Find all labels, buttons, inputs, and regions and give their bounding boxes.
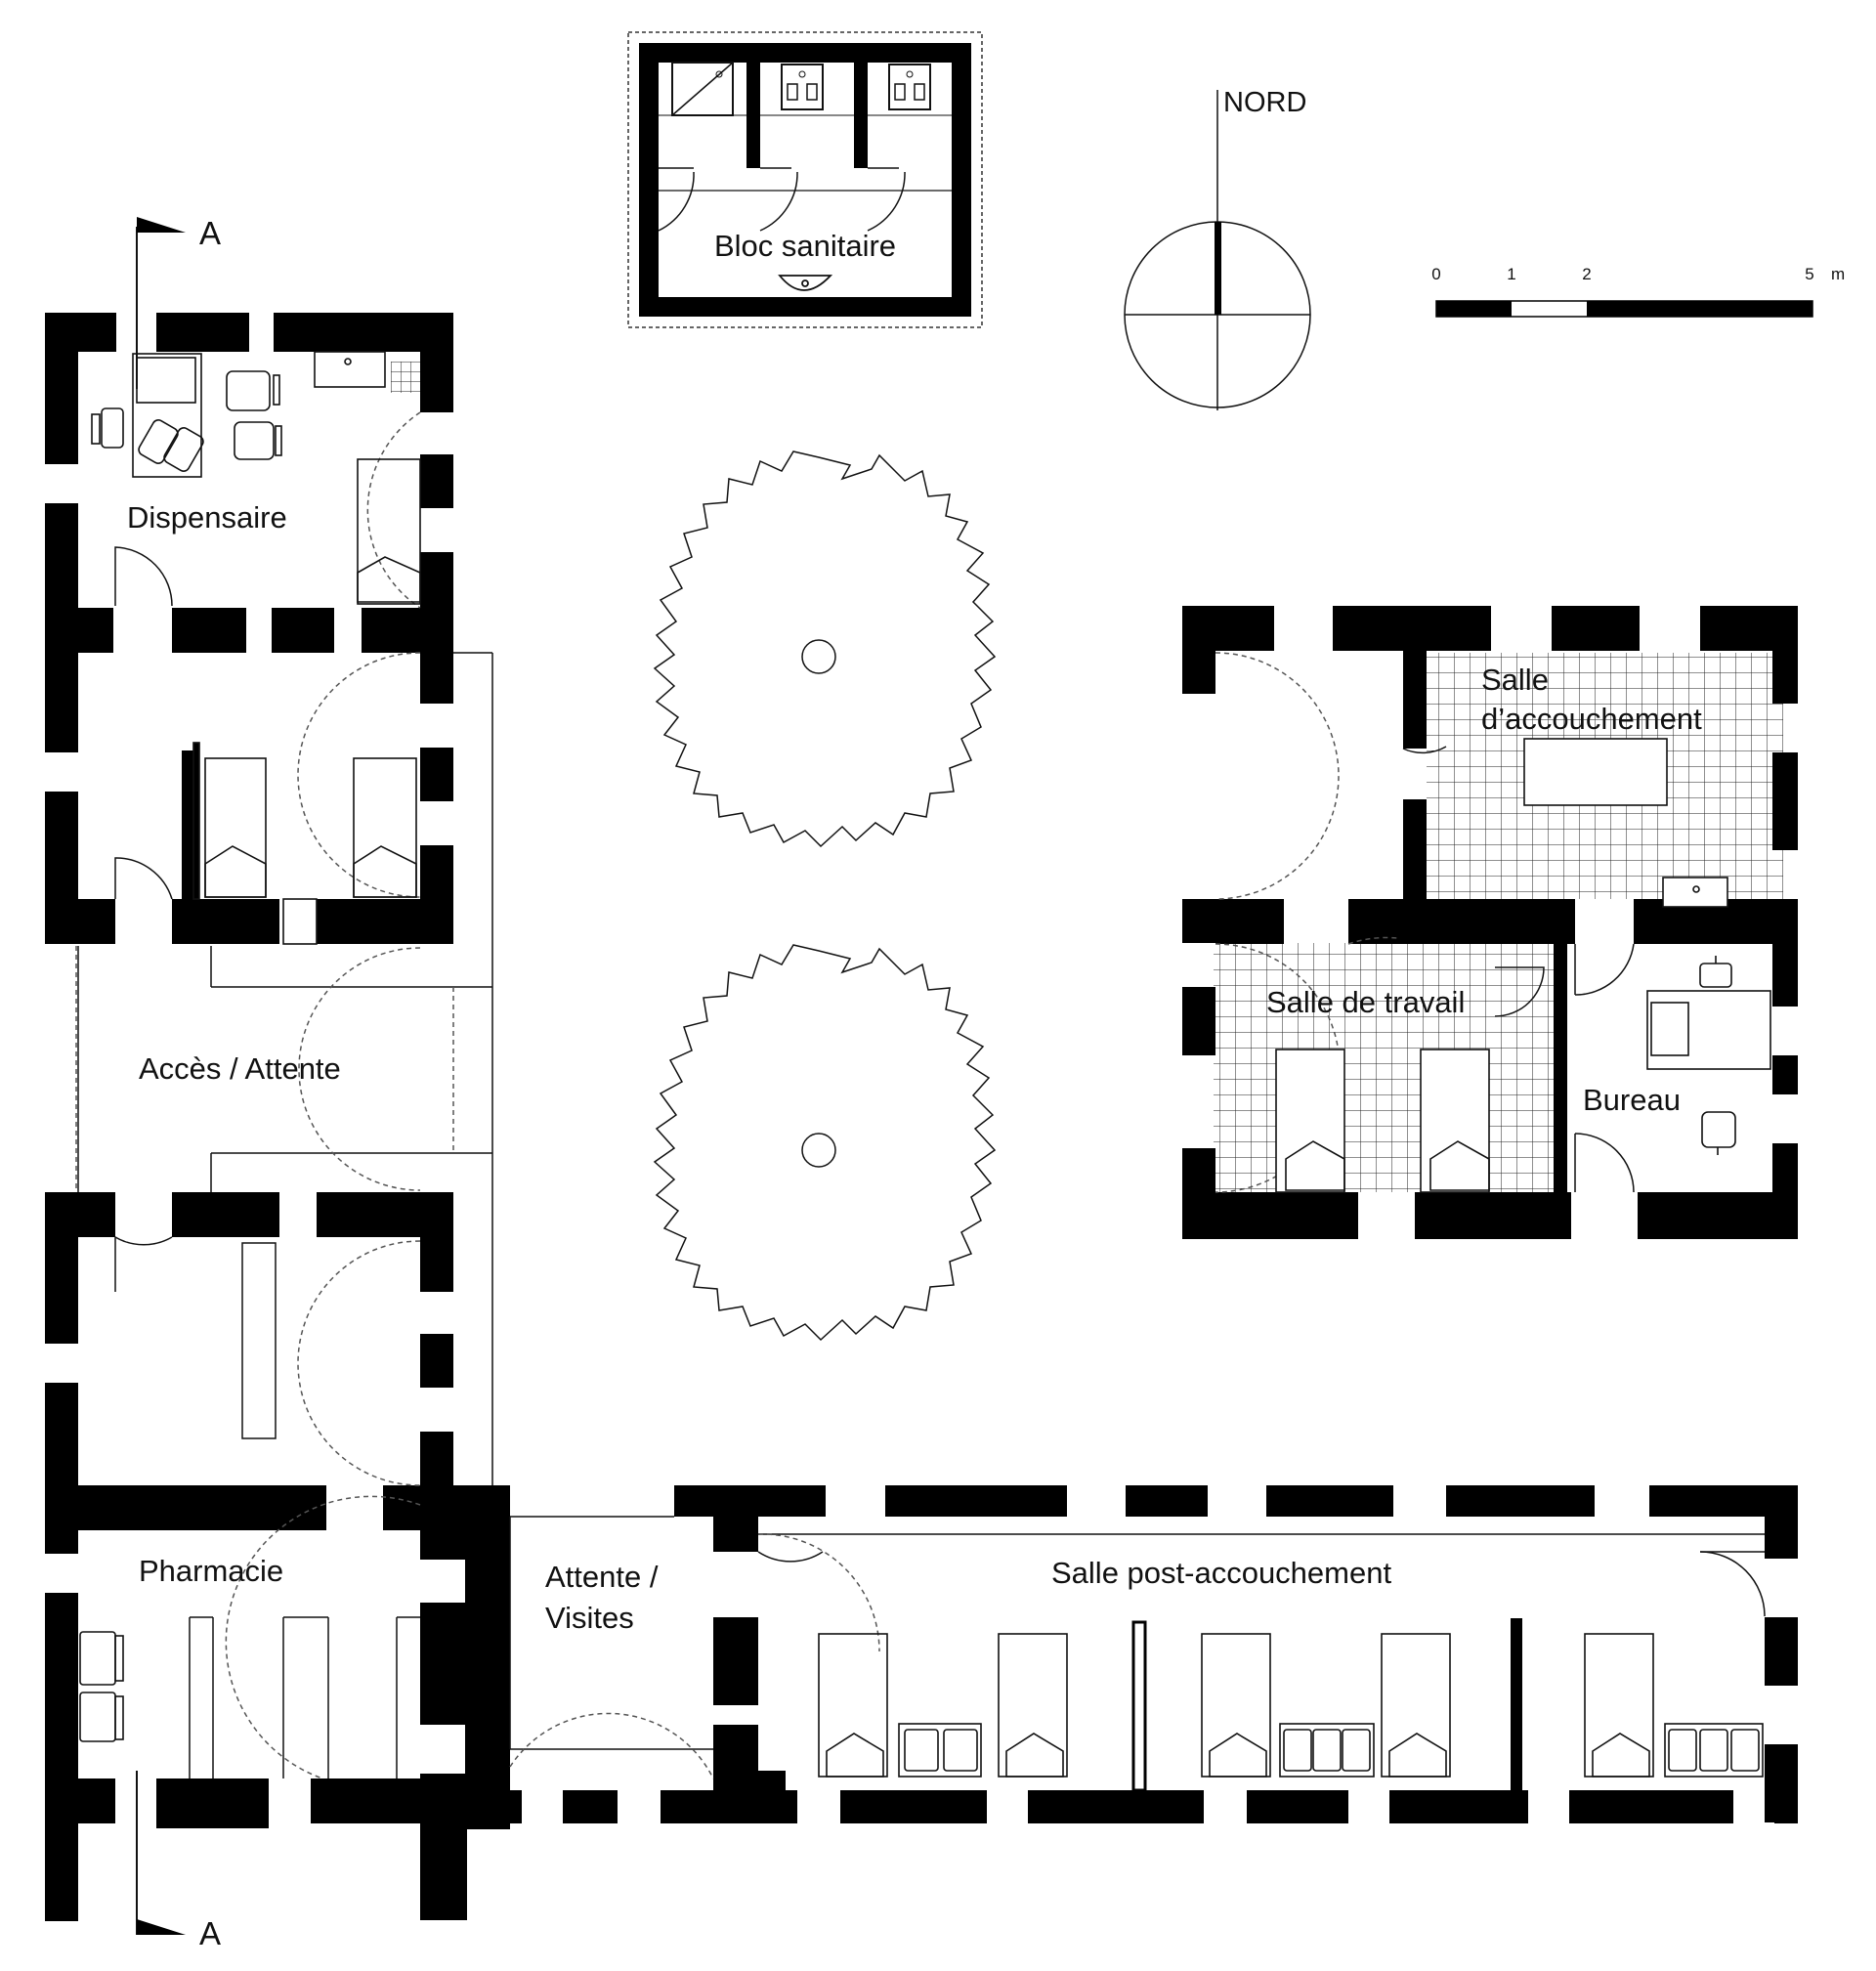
room-label-salle-accouchement-line2: d’accouchement [1481, 702, 1702, 736]
north-arrow: NORD [1124, 87, 1311, 410]
bench-icon [1664, 1723, 1764, 1778]
north-label: NORD [1223, 87, 1306, 118]
bed-icon [353, 757, 417, 898]
bed-icon [818, 1633, 888, 1778]
bed-icon [1584, 1633, 1654, 1778]
desk-icon [1646, 990, 1771, 1070]
room-label-bureau: Bureau [1583, 1083, 1681, 1117]
room-label-pharmacie: Pharmacie [139, 1554, 283, 1588]
chair-icon [226, 370, 271, 411]
bed-icon [1381, 1633, 1451, 1778]
scale-tick-5: 5 [1805, 265, 1813, 283]
room-label-salle-post-accouchement: Salle post-accouchement [1051, 1556, 1391, 1590]
south-outer-wall [45, 1790, 1798, 1823]
sink-icon [778, 275, 833, 291]
shower-icon [671, 62, 734, 116]
bench-icon [898, 1723, 982, 1778]
east-building [1182, 606, 1798, 1239]
room-label-salle-de-travail: Salle de travail [1266, 985, 1465, 1019]
chair-icon [1699, 963, 1732, 988]
section-label-bottom: A [199, 1915, 221, 1951]
chair-icon [163, 427, 204, 472]
room-label-dispensaire: Dispensaire [127, 500, 287, 535]
room-label-attente-visites-line2: Visites [545, 1601, 634, 1635]
room-labels: Dispensaire Accès / Attente Pharmacie At… [127, 500, 1702, 1635]
tree-icon [654, 944, 996, 1341]
room-label-acces-attente: Accès / Attente [139, 1051, 341, 1086]
dispensary-sink-tiles [391, 362, 420, 393]
bed-icon [1420, 1049, 1490, 1193]
bench-icon [1279, 1723, 1375, 1778]
bloc-sanitaire-outline [627, 31, 983, 328]
tree-icon [653, 450, 997, 848]
chair-icon [1701, 1111, 1736, 1148]
toilet-icon [888, 64, 931, 110]
scale-unit: m [1831, 265, 1845, 283]
room-label-bloc-sanitaire: Bloc sanitaire [714, 229, 896, 263]
bloc-sanitaire-building: Bloc sanitaire [627, 31, 983, 328]
scale-tick-0: 0 [1431, 265, 1440, 283]
chair-icon [138, 419, 179, 464]
door-swings [114, 546, 1766, 1617]
tiled-floors [391, 362, 1783, 1192]
chair-icon [234, 421, 275, 460]
section-marker-top: A [136, 215, 221, 389]
bed-icon [1201, 1633, 1271, 1778]
desk-icon [132, 353, 202, 478]
section-marker-bottom: A [136, 1771, 221, 1951]
north-needle [1215, 222, 1221, 315]
south-wing [453, 1485, 1798, 1829]
gallery-lines [77, 652, 1765, 1778]
bed-icon [204, 757, 267, 898]
room-label-salle-accouchement-line1: Salle [1481, 663, 1549, 697]
section-label-top: A [199, 215, 221, 251]
toilet-icon [781, 64, 824, 110]
labor-room-tiles [1214, 943, 1554, 1192]
bed-icon [357, 458, 421, 605]
sink-icon [314, 351, 386, 388]
scale-tick-1: 1 [1507, 265, 1515, 283]
scale-tick-2: 2 [1582, 265, 1591, 283]
furniture [79, 351, 1771, 1778]
scale-bar: 0 1 2 5 m [1431, 265, 1845, 318]
bed-icon [1275, 1049, 1345, 1193]
bed-icon [998, 1633, 1068, 1778]
chair-icon [101, 407, 124, 449]
room-label-attente-visites-line1: Attente / [545, 1560, 659, 1594]
